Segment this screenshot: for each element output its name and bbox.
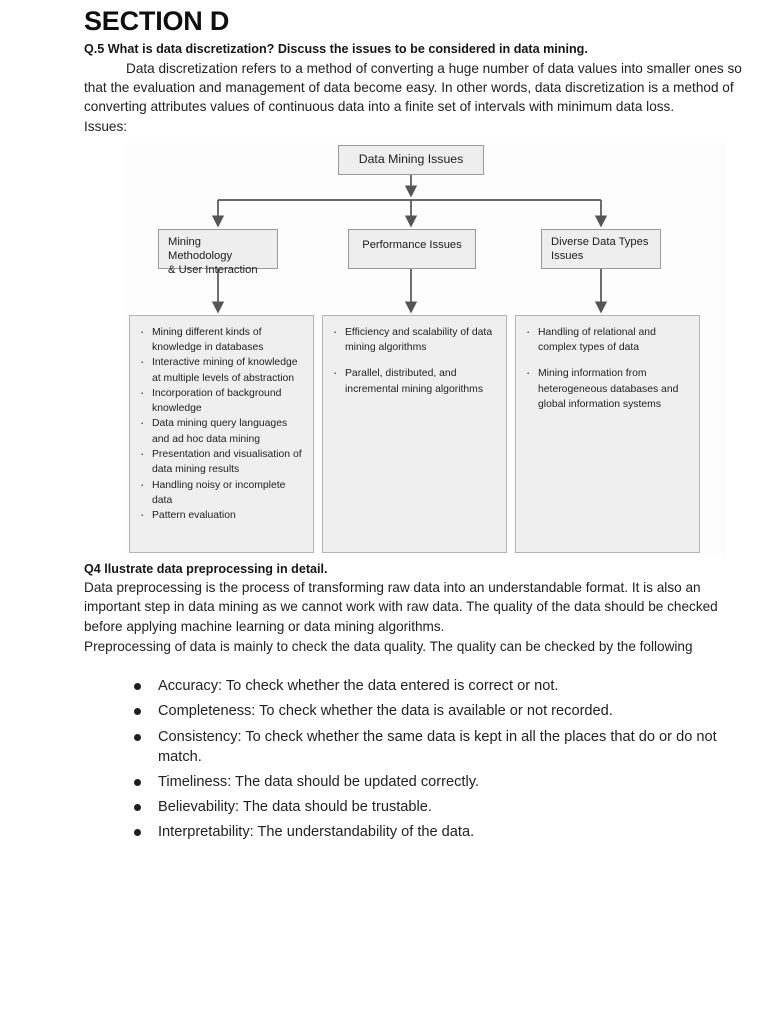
- list-item: Completeness: To check whether the data …: [130, 701, 756, 721]
- question-4-paragraph-2: Preprocessing of data is mainly to check…: [84, 638, 693, 654]
- question-4-heading: Q4 llustrate data preprocessing in detai…: [84, 561, 328, 576]
- diagram-node-diverse-data-types-line2: Issues: [551, 250, 584, 263]
- diagram-node-root: Data Mining Issues: [338, 144, 484, 175]
- diagram-node-diverse-data-types: Diverse Data Types Issues: [541, 228, 661, 269]
- diagram-leaf-diverse-data-types: Handling of relational and complex types…: [515, 314, 700, 553]
- diagram-node-performance-issues: Performance Issues: [348, 228, 476, 269]
- diagram-node-mining-methodology-line2: & User Interaction: [168, 264, 258, 277]
- diagram-leaf-performance-issues: Efficiency and scalability of data minin…: [322, 314, 507, 553]
- data-mining-issues-diagram: Data Mining Issues Mining Methodology & …: [126, 141, 726, 557]
- list-item: Interpretability: The understandability …: [130, 822, 756, 842]
- list-item: Believability: The data should be trusta…: [130, 797, 756, 817]
- question-5-heading: Q.5 What is data discretization? Discuss…: [84, 42, 588, 57]
- data-quality-checks-list: Accuracy: To check whether the data ente…: [84, 676, 756, 842]
- list-item: Timeliness: The data should be updated c…: [130, 772, 756, 792]
- diagram-connectors: [211, 174, 608, 314]
- diagram-node-root-label: Data Mining Issues: [358, 151, 464, 166]
- diagram-node-diverse-data-types-line1: Diverse Data Types: [551, 235, 649, 248]
- list-item: Parallel, distributed, and incremental m…: [329, 365, 498, 397]
- diagram-leaf-list-diverse-data-types: Handling of relational and complex types…: [522, 324, 691, 412]
- diagram-leaf-mining-methodology: Mining different kinds of knowledge in d…: [129, 314, 314, 553]
- list-item: Presentation and visualisation of data m…: [136, 446, 305, 478]
- list-item: Data mining query languages and ad hoc d…: [136, 415, 305, 447]
- question-5-paragraph-text: Data discretization refers to a method o…: [84, 60, 742, 115]
- list-item: Interactive mining of knowledge at multi…: [136, 354, 305, 386]
- question-5-paragraph: Data discretization refers to a method o…: [84, 59, 756, 117]
- list-item: Accuracy: To check whether the data ente…: [130, 676, 756, 696]
- diagram-leaf-list-mining-methodology: Mining different kinds of knowledge in d…: [136, 324, 305, 525]
- diagram-node-mining-methodology-line1: Mining Methodology: [168, 235, 233, 263]
- question-4-paragraph-1: Data preprocessing is the process of tra…: [84, 580, 718, 634]
- list-item: Handling noisy or incomplete data: [136, 477, 305, 509]
- list-item: Handling of relational and complex types…: [522, 324, 691, 356]
- list-item: Incorporation of background knowledge: [136, 385, 305, 417]
- list-item: Consistency: To check whether the same d…: [130, 727, 756, 767]
- diagram-node-performance-issues-label: Performance Issues: [362, 238, 462, 251]
- list-item: Efficiency and scalability of data minin…: [329, 324, 498, 356]
- list-item: Pattern evaluation: [136, 507, 305, 524]
- list-item: Mining different kinds of knowledge in d…: [136, 324, 305, 356]
- diagram-node-mining-methodology: Mining Methodology & User Interaction: [158, 228, 278, 276]
- page-title: SECTION D: [84, 6, 230, 36]
- list-item: Mining information from heterogeneous da…: [522, 365, 691, 412]
- diagram-leaf-list-performance-issues: Efficiency and scalability of data minin…: [329, 324, 498, 397]
- issues-label: Issues:: [84, 119, 128, 135]
